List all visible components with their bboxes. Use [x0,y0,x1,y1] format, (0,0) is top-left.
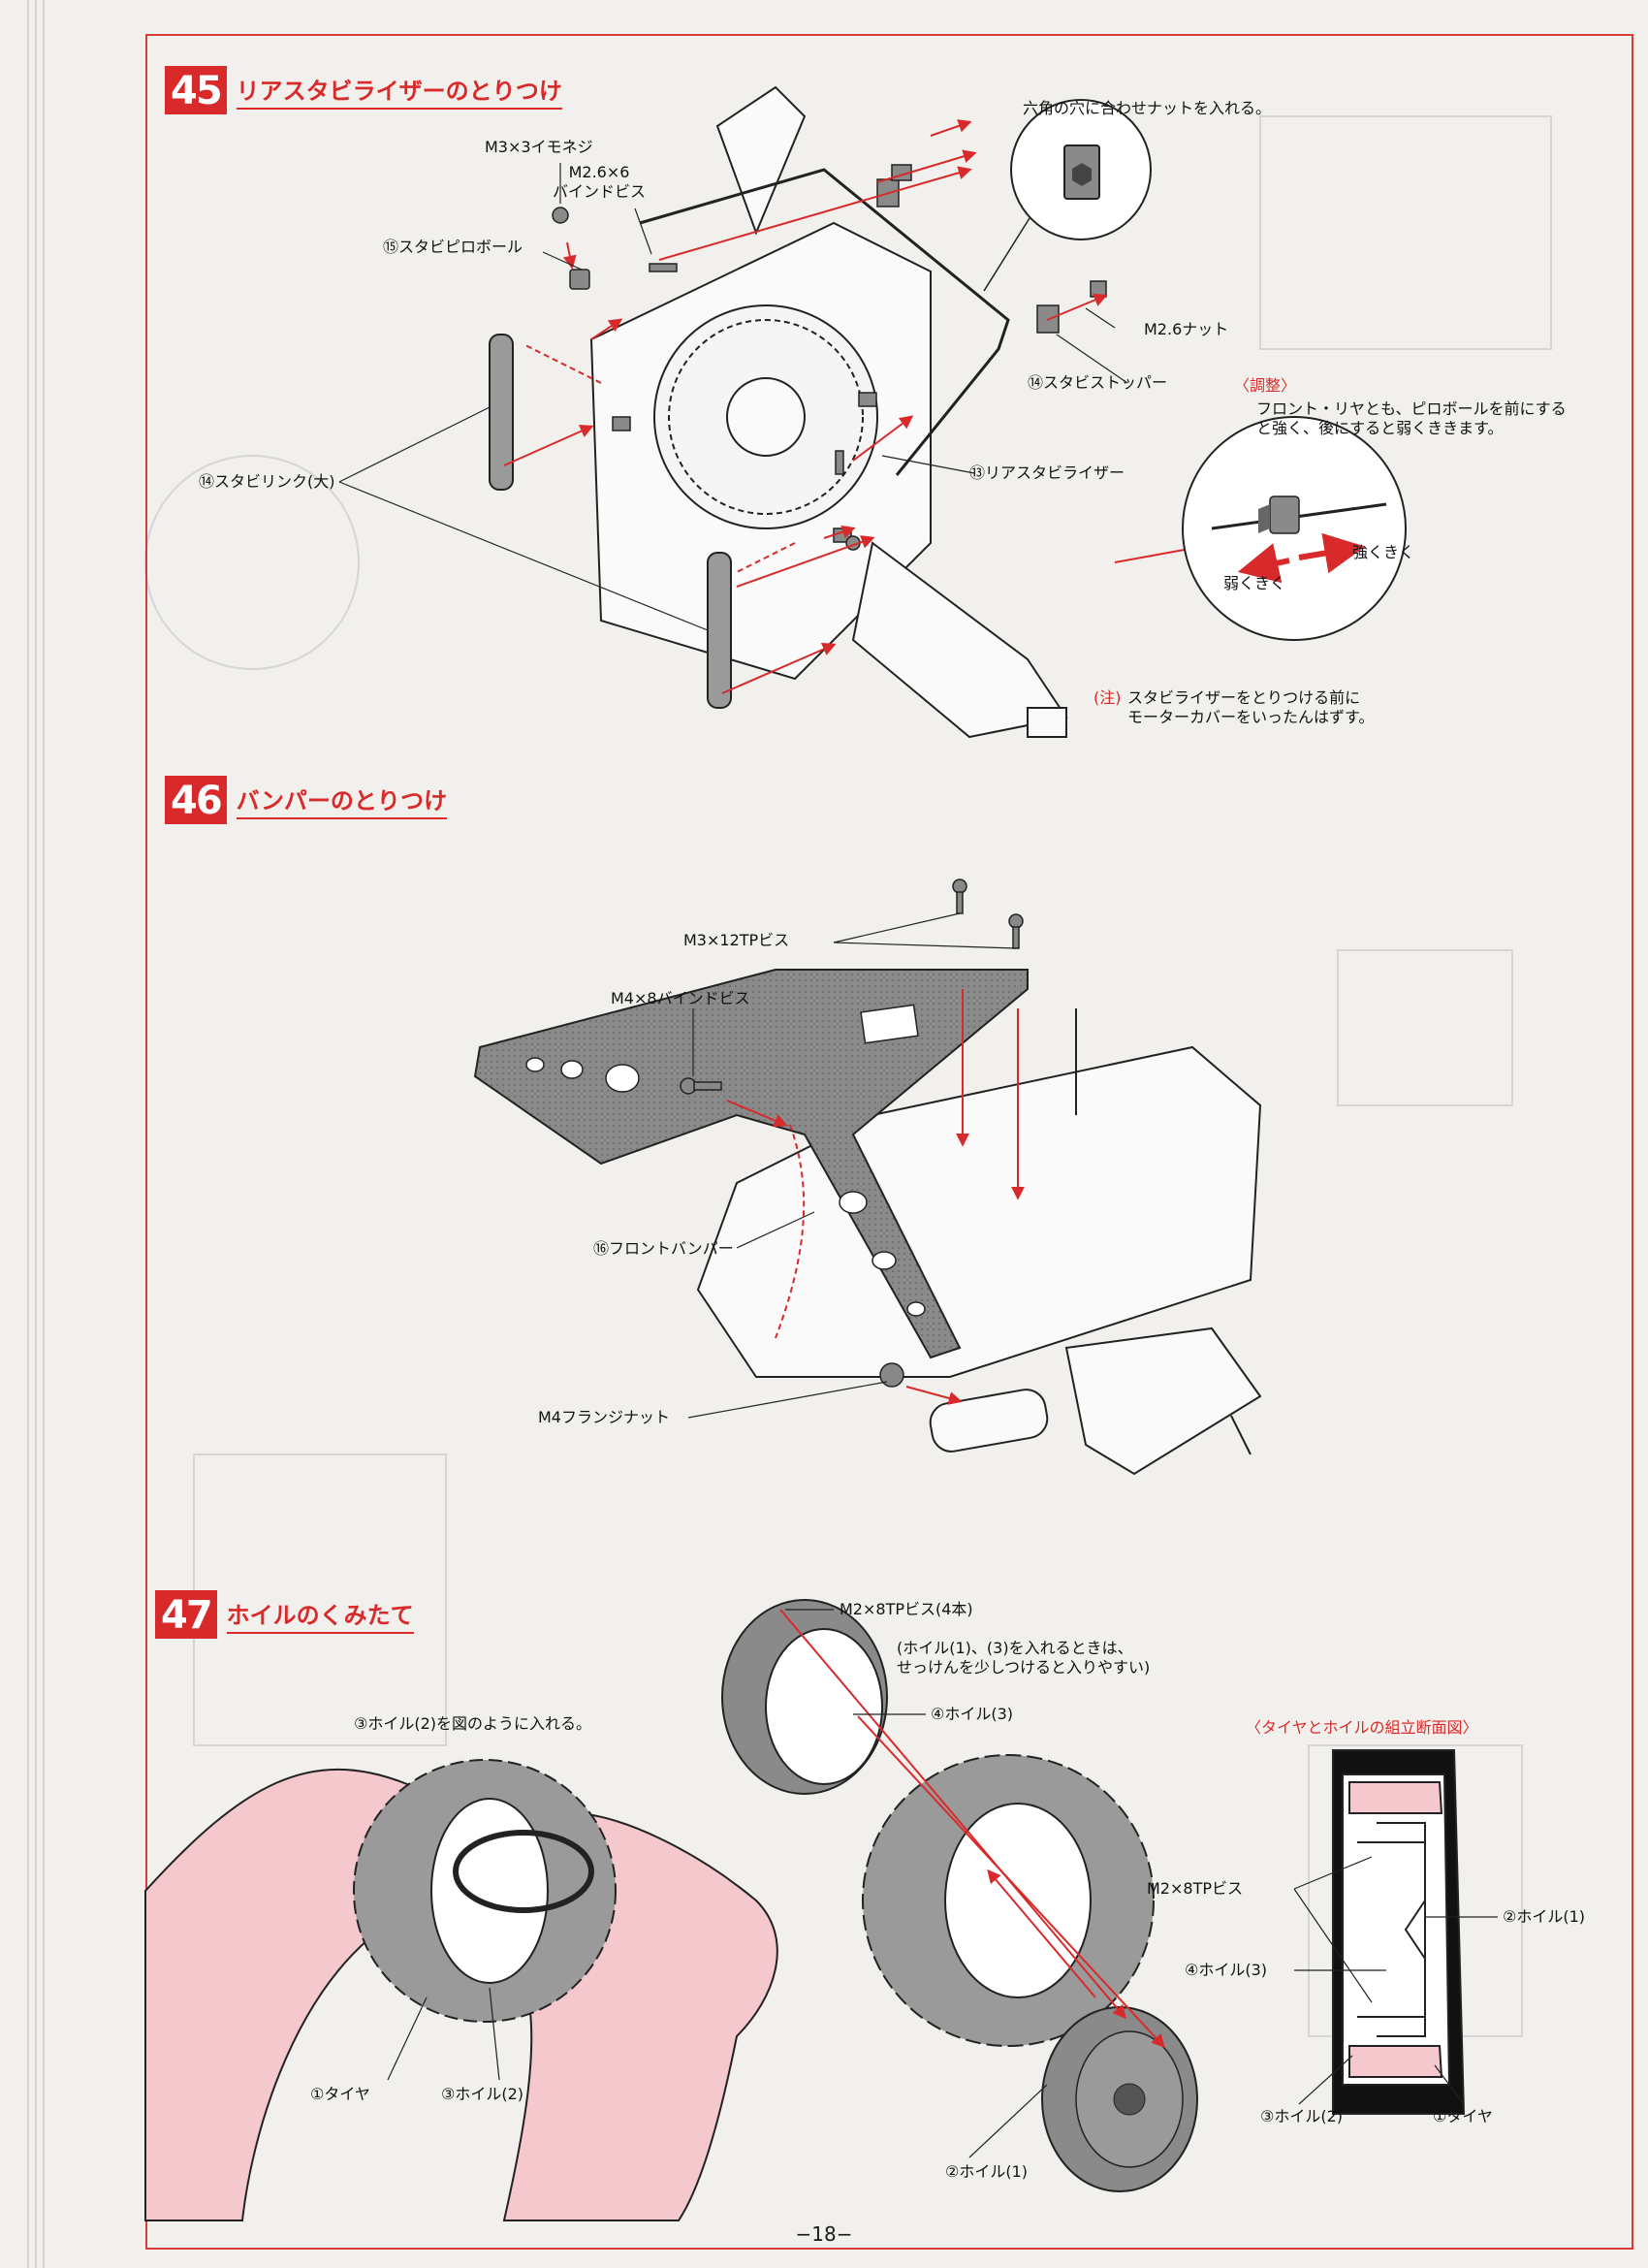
step-47-header: 47 ホイルのくみたて [155,1590,414,1639]
bumper-screws [680,878,1024,1388]
step-title: リアスタビライザーのとりつけ [236,72,562,110]
label-hex-note: 六角の穴に合わせナットを入れる。 [1023,99,1272,117]
label-section-screws: M2×8TPビス [1147,1879,1243,1898]
label-adjust-text: フロント・リヤとも、ピロボールを前にする と強く、後にすると弱くききます。 [1256,399,1567,437]
tire-left [353,1759,617,2023]
label-flange-nut: M4フランジナット [538,1408,670,1426]
step-45-header: 45 リアスタビライザーのとりつけ [165,66,562,114]
step-title: バンパーのとりつけ [236,782,448,819]
leader-lines [338,163,1498,2158]
label-stopper: ⑭スタビストッパー [1028,373,1168,392]
label-note-mark: (注) [1093,688,1122,707]
label-bind-screw-m4: M4×8バインドビス [611,989,750,1007]
page-edge [27,0,29,2268]
stabi-links [489,334,732,709]
label-note-text: スタビライザーをとりつける前に モーターカバーをいったんはずす。 [1127,688,1375,726]
label-weak: 弱くきく [1223,574,1286,592]
label-section-wheel2: ③ホイル(2) [1260,2107,1344,2125]
label-soap-note: (ホイル(1)、(3)を入れるときは、 せっけんを少しつけると入りやすい) [897,1639,1151,1677]
step-number: 46 [165,776,227,824]
step-number: 47 [155,1590,217,1639]
wheel1-part [1041,2006,1198,2192]
label-wheel1: ②ホイル(1) [945,2162,1029,2181]
label-stabi-link: ⑭スタビリンク(大) [199,472,335,491]
label-nut: M2.6ナット [1144,320,1229,338]
label-stabilizer: ⑬リアスタビライザー [969,463,1125,482]
label-section-wheel1: ②ホイル(1) [1503,1907,1586,1926]
label-adjust-title: 〈調整〉 [1234,376,1297,395]
dashed-red-guide-46 [775,1124,806,1339]
label-wheel2: ③ホイル(2) [441,2085,524,2103]
label-screws-4: M2×8TPビス(4本) [840,1600,973,1618]
page-number: −18− [795,2222,853,2246]
label-strong: 強くきく [1352,543,1415,561]
bumper-holes [525,1004,926,1317]
label-section-tire: ①タイヤ [1433,2107,1493,2125]
rear-gearbox-drawing [589,85,1068,739]
front-chassis-drawing [696,1008,1262,1476]
label-section-wheel3: ④ホイル(3) [1185,1961,1268,1979]
step-number: 45 [165,66,227,114]
step-title: ホイルのくみたて [226,1596,414,1634]
dashed-red-guides-45 [523,343,796,573]
assembly-arrows-46 [726,989,1025,1405]
label-tp-screw: M3×12TPビス [683,931,790,949]
label-front-bumper: ⑯フロントバンパー [593,1239,734,1258]
rear-stabilizer-wire [639,168,1010,476]
page-frame [145,34,1633,2250]
label-bind-screw: M2.6×6 バインドビス [553,163,647,201]
label-wheel3: ④ホイル(3) [931,1705,1014,1723]
label-tire: ①タイヤ [310,2085,370,2103]
detail-circle-adjustment [1182,416,1407,641]
label-section-title: 〈タイヤとホイルの組立断面図〉 [1246,1718,1478,1737]
wheel3-part [721,1599,888,1795]
page-edge [35,0,37,2268]
label-insert-instruction: ③ホイル(2)を図のように入れる。 [354,1714,592,1733]
assembly-arrows-47 [779,1609,1165,2049]
cross-section-diagram [1332,1749,1466,2115]
small-parts [552,164,1107,551]
step-46-header: 46 バンパーのとりつけ [165,776,448,824]
label-pillow-ball: ⑮スタビピロボール [383,238,523,256]
tire-right [862,1754,1155,2047]
detail-circle-hex-hole [983,99,1152,292]
page-edge [43,0,45,2268]
label-set-screw: M3×3イモネジ [485,138,593,156]
